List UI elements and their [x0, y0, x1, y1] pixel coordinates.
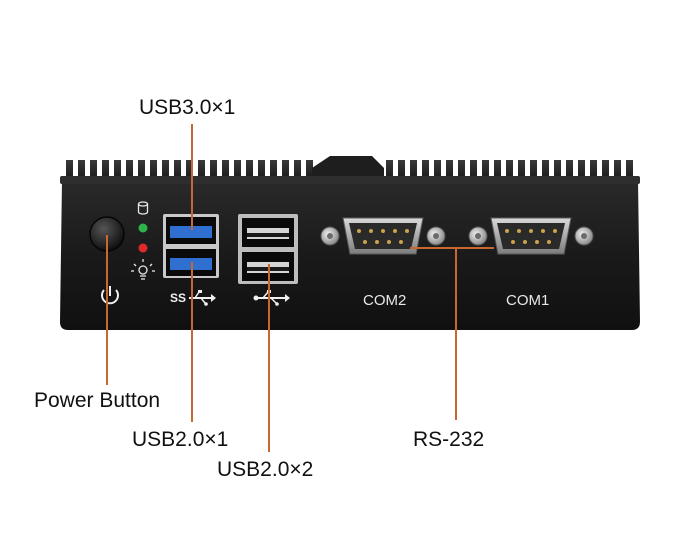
power-icon — [101, 286, 119, 305]
light-bulb-icon — [131, 259, 155, 280]
com2-label: COM2 — [363, 292, 407, 309]
com2-db9-port[interactable] — [320, 217, 446, 255]
usb30-leader-line — [191, 124, 193, 230]
usb30-callout: USB3.0×1 — [139, 96, 236, 119]
heatsink-fins — [66, 156, 633, 182]
com1-db9-port[interactable] — [468, 217, 594, 255]
rs232-leader-line-horizontal — [410, 247, 494, 249]
com1-label: COM1 — [506, 292, 550, 309]
power-button-callout: Power Button — [34, 389, 161, 412]
rs232-leader-line-vertical — [455, 247, 457, 420]
usb20-1-leader-line — [191, 262, 193, 422]
led-green-icon — [138, 223, 148, 233]
usb20-2-leader-line — [268, 264, 270, 452]
usb-ss-icon: SS — [170, 290, 216, 306]
rs232-callout: RS-232 — [413, 428, 485, 451]
usb20-2-callout: USB2.0×2 — [217, 458, 314, 481]
usb20-1-callout: USB2.0×1 — [132, 428, 229, 451]
power-button-leader-line — [106, 235, 108, 385]
led-red-icon — [138, 243, 148, 253]
database-icon — [137, 201, 149, 215]
usb2-port-stack[interactable] — [238, 214, 298, 284]
svg-text:SS: SS — [170, 291, 186, 305]
chassis-top-edge — [60, 176, 640, 184]
